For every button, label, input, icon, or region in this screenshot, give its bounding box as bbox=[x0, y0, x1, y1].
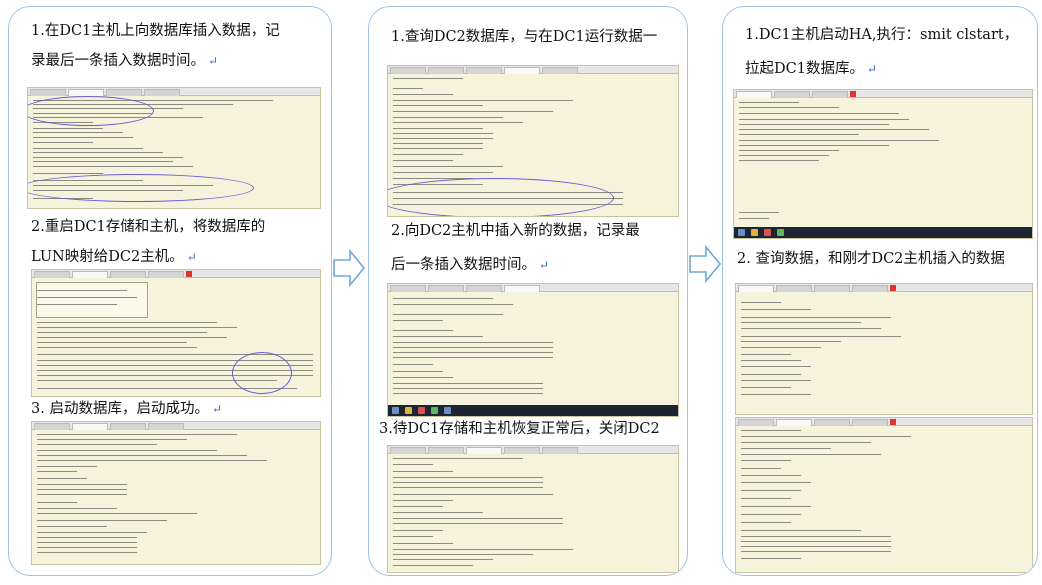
terminal-screenshot bbox=[735, 417, 1033, 573]
terminal-tabbar bbox=[734, 90, 1032, 98]
annotation-oval bbox=[388, 178, 614, 216]
return-mark-icon: ↵ bbox=[539, 258, 550, 272]
step-text: 1.在DC1主机上向数据库插入数据，记 bbox=[31, 23, 280, 39]
terminal-tabbar bbox=[388, 446, 678, 454]
dialog-box bbox=[36, 282, 148, 318]
return-mark-icon: ↵ bbox=[208, 54, 219, 68]
terminal-tabbar bbox=[32, 270, 320, 278]
terminal-screenshot bbox=[31, 269, 321, 397]
terminal-screenshot bbox=[735, 283, 1033, 415]
terminal-screenshot bbox=[387, 283, 679, 417]
step-text: 3.待DC1存储和主机恢复正常后，关闭DC2 bbox=[379, 421, 660, 437]
return-mark-icon: ↵ bbox=[211, 402, 223, 416]
terminal-tabbar bbox=[28, 88, 320, 96]
step-text: 1.查询DC2数据库，与在DC1运行数据一 bbox=[391, 29, 658, 45]
terminal-screenshot bbox=[387, 65, 679, 217]
terminal-screenshot bbox=[31, 421, 321, 565]
windows-taskbar bbox=[388, 405, 678, 416]
annotation-oval bbox=[232, 352, 292, 394]
step-panel-dc1-ha: 1.DC1主机启动HA,执行：smit clstart， 拉起DC1数据库。↵ … bbox=[722, 6, 1038, 576]
right-arrow-icon bbox=[689, 244, 722, 284]
step-text: 1.DC1主机启动HA,执行：smit clstart， bbox=[745, 27, 1019, 43]
terminal-tabbar bbox=[32, 422, 320, 430]
return-mark-icon: ↵ bbox=[186, 250, 197, 264]
step-text: 2.向DC2主机中插入新的数据，记录最 bbox=[391, 223, 640, 239]
step-text: 2.重启DC1存储和主机，将数据库的 bbox=[31, 219, 266, 235]
step-text: 后一条插入数据时间。↵ bbox=[391, 257, 550, 273]
terminal-tabbar bbox=[388, 66, 678, 74]
step-text: 2. 查询数据，和刚才DC2主机插入的数据 bbox=[737, 251, 1005, 267]
windows-taskbar bbox=[734, 227, 1032, 238]
right-arrow-icon bbox=[333, 248, 366, 288]
terminal-tabbar bbox=[736, 418, 1032, 426]
step-text: 拉起DC1数据库。↵ bbox=[745, 61, 878, 77]
terminal-screenshot bbox=[733, 89, 1033, 239]
return-mark-icon: ↵ bbox=[866, 62, 878, 76]
terminal-tabbar bbox=[736, 284, 1032, 292]
terminal-screenshot bbox=[27, 87, 321, 209]
annotation-oval bbox=[28, 96, 154, 126]
step-text: 录最后一条插入数据时间。↵ bbox=[31, 53, 219, 69]
step-panel-dc1: 1.在DC1主机上向数据库插入数据，记 录最后一条插入数据时间。↵ 2.重启DC… bbox=[8, 6, 332, 576]
step-panel-dc2: 1.查询DC2数据库，与在DC1运行数据一 2.向DC2主机中插入新的数据，记录… bbox=[368, 6, 688, 576]
terminal-tabbar bbox=[388, 284, 678, 292]
step-text: 3. 启动数据库，启动成功。↵ bbox=[31, 401, 223, 417]
step-text: LUN映射给DC2主机。↵ bbox=[31, 249, 197, 265]
annotation-oval bbox=[28, 174, 254, 202]
terminal-screenshot bbox=[387, 445, 679, 573]
